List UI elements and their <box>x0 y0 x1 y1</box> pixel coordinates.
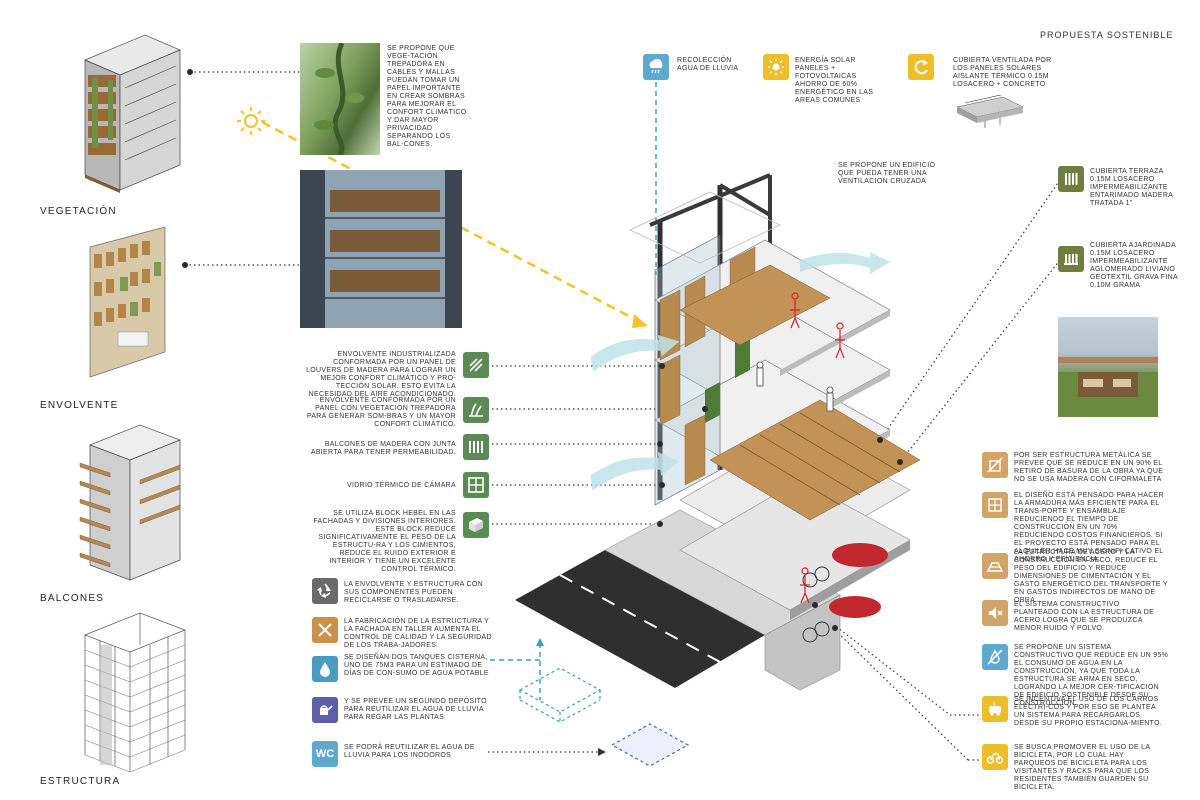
rain-note: RECOLECCIÓN AGUA DE LLUVIA <box>677 57 739 72</box>
recycle-note: LA ENVOLVENTE Y ESTRUCTURA CON SUS COMPO… <box>344 581 483 604</box>
workshop-fabrication-note: LA FABRICACIÓN DE LA ESTRUCTURA Y LA FAC… <box>344 618 492 649</box>
cross-ventilation-note: SE PROPONE UN EDIFICIO QUE PUEDA TENER U… <box>838 162 936 185</box>
wc-icon-label: WC <box>315 748 335 760</box>
vine-photo <box>300 41 380 157</box>
block-icon <box>463 512 489 538</box>
car-upper <box>832 543 888 567</box>
watering-can-icon <box>312 697 338 723</box>
tools-icon <box>312 617 338 643</box>
rain-cloud-icon <box>643 54 669 80</box>
roof-section-detail <box>956 95 1024 128</box>
cistern-note: SE DISEÑAN DOS TANQUES CISTERNA, UNO DE … <box>344 654 489 677</box>
recycle-icon <box>312 578 338 604</box>
wc-icon: WC <box>312 741 338 767</box>
hebel-block-note: SE UTILIZA BLOCK HEBEL EN LAS FACHADAS Y… <box>313 510 456 573</box>
electric-cars-note: SE INCENTIVA EL USO DE LOS CARROS ELÉCTR… <box>1014 696 1163 727</box>
car-lower <box>829 596 881 618</box>
bicycle-icon <box>982 744 1008 770</box>
building-axonometric <box>515 173 921 690</box>
foundation-icon <box>982 553 1008 579</box>
balconies-building-thumbnail <box>79 424 181 581</box>
water-drop-icon <box>312 656 338 682</box>
thermal-glass-note: VIDRIO TÉRMICO DE CÁMARA <box>347 482 456 489</box>
no-waste-icon <box>982 452 1008 478</box>
dry-construction-note: LA ESTRUCTURA DE ACERO Y LA CONSTRUCCIÓN… <box>1014 549 1168 604</box>
page-title: PROPUESTA SOSTENIBLE <box>1040 30 1174 40</box>
assembly-efficiency-note: EL DISEÑO ESTÁ PENSADO PARA HACER LA ARM… <box>1014 492 1164 563</box>
roof-ventilated-note: CUBIERTA VENTILADA POR LOS PANELES SOLAR… <box>953 57 1052 88</box>
sun-icon <box>237 107 265 135</box>
category-label-balconies: BALCONES <box>40 593 105 604</box>
ev-charger-icon <box>982 696 1008 722</box>
recycle-roof-icon <box>908 54 934 80</box>
no-noise-icon <box>982 600 1008 626</box>
facade-photo <box>300 170 462 328</box>
rainwater-reuse-note: Y SE PREVEE UN SEGUNDO DEPÓSITO PARA REU… <box>344 698 487 721</box>
garden-roof-icon <box>1058 246 1084 272</box>
category-label-vegetation: VEGETACIÓN <box>40 206 117 217</box>
bicycle-note: SE BUSCA PROMOVER EL USO DE LA BICICLETA… <box>1014 744 1150 791</box>
structure-frame-thumbnail <box>84 612 186 773</box>
roof-garden-photo <box>1058 317 1158 417</box>
vegetation-note: SE PROPONE QUE VEGE-TACIÓN TREPADORA EN … <box>387 45 467 148</box>
category-label-envelope: ENVOLVENTE <box>40 400 119 411</box>
low-noise-note: EL SISTEMA CONSTRUCTIVO PLANTEADO CON LA… <box>1014 601 1155 632</box>
no-water-icon <box>982 644 1008 670</box>
assembly-icon <box>982 492 1008 518</box>
solar-note: ENERGÍA SOLAR PANELES + FOTOVOLTAICAS AH… <box>795 57 874 104</box>
louver-icon <box>463 352 489 378</box>
toilet-water-note: SE PODRÁ REUTILIZAR EL AGUA DE LLUVIA PA… <box>344 744 475 759</box>
category-label-structure: ESTRUCTURA <box>40 776 121 787</box>
solar-sun-icon <box>763 54 789 80</box>
street <box>515 550 765 688</box>
terrace-roof-icon <box>1058 166 1084 192</box>
window-icon <box>463 472 489 498</box>
envelope-panel-thumbnail <box>89 226 166 378</box>
water-saving-note: SE PROPONE UN SISTEMA CONSTRUCTIVO QUE R… <box>1014 644 1169 707</box>
balcony-rail-icon <box>463 434 489 460</box>
vine-envelope-note: ENVOLVENTE CONFORMADA POR UN PANEL CON V… <box>306 397 456 428</box>
garden-roof-note: CUBIERTA AJARDINADA 0.15m LOSACERO IMPER… <box>1090 242 1178 289</box>
vegetation-building-thumbnail <box>84 34 181 193</box>
vine-icon <box>463 397 489 423</box>
wood-balcony-note: BALCONES DE MADERA CON JUNTA ABIERTA PAR… <box>310 441 456 456</box>
terrace-roof-note: CUBIERTA TERRAZA 0.15m LOSACERO IMPERMEA… <box>1090 168 1173 207</box>
louver-envelope-note: ENVOLVENTE INDUSTRIALIZADA CONFORMADA PO… <box>306 351 456 398</box>
steel-waste-note: POR SER ESTRUCTURA METÁLICA SE PREVEE QU… <box>1014 452 1164 483</box>
